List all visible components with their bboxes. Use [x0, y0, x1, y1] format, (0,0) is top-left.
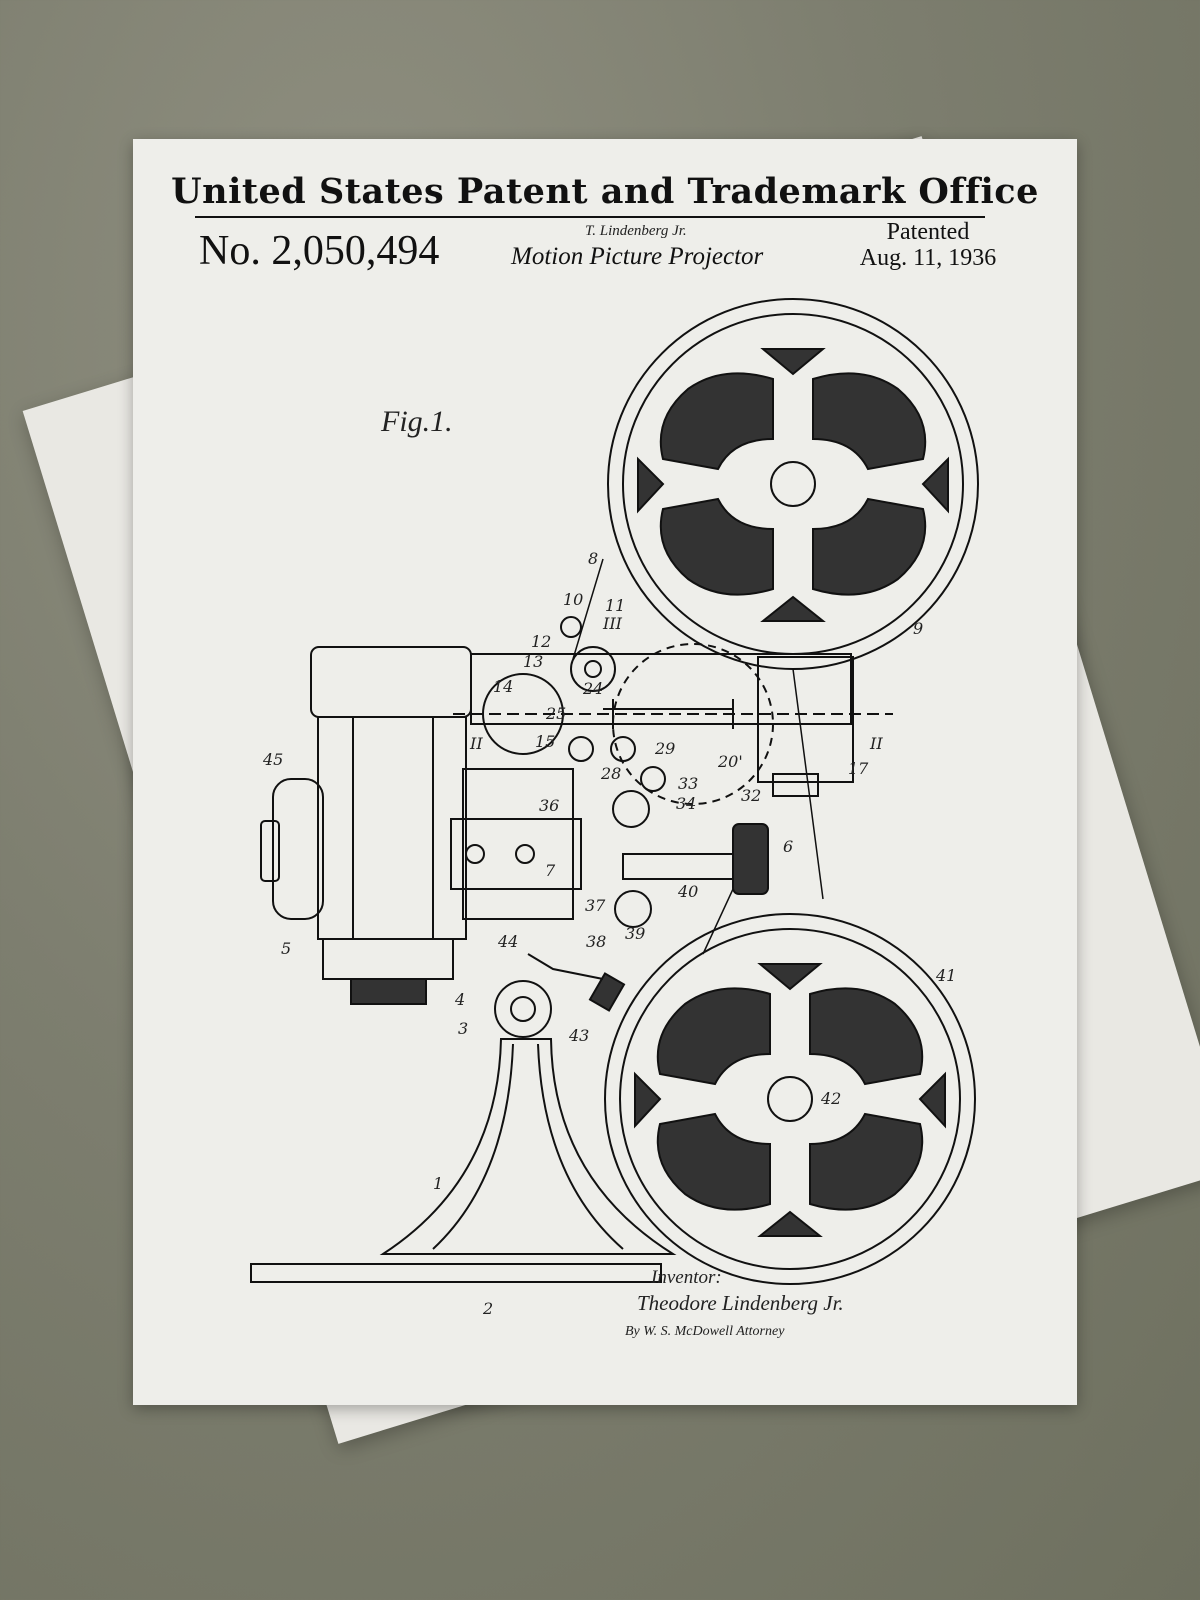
ref-14: 14	[493, 677, 513, 696]
ref-7: 7	[545, 861, 556, 880]
ref-III: III	[602, 614, 623, 633]
ref-34: 34	[676, 794, 696, 813]
ref-2: 2	[482, 1299, 493, 1318]
patent-number: No. 2,050,494	[199, 228, 440, 274]
ref-36: 36	[539, 796, 559, 815]
ref-43: 43	[568, 1026, 589, 1045]
patent-card: United States Patent and Trademark Offic…	[133, 139, 1077, 1405]
ref-41: 41	[935, 966, 956, 985]
ref-5: 5	[281, 939, 291, 958]
ref-24: 24	[582, 679, 603, 698]
patented-label: Patented	[886, 219, 970, 245]
patent-date: Aug. 11, 1936	[859, 245, 997, 271]
upper-reel	[607, 298, 979, 670]
ref-25: 25	[545, 704, 566, 723]
ref-42: 42	[820, 1089, 841, 1108]
ref-3: 3	[458, 1019, 468, 1038]
ref-40: 40	[677, 882, 698, 901]
ref-6: 6	[783, 837, 793, 856]
mechanism-body	[450, 616, 893, 928]
figure-label: Fig.1.	[381, 405, 453, 438]
ref-28: 28	[600, 764, 621, 783]
inventor-name: Theodore Lindenberg Jr.	[637, 1291, 844, 1315]
office-title: United States Patent and Trademark Offic…	[171, 171, 1039, 212]
ref-9: 9	[913, 619, 923, 638]
ref-II-left: II	[469, 734, 483, 753]
ref-10: 10	[563, 590, 583, 609]
ref-45: 45	[262, 750, 283, 769]
ref-13: 13	[523, 652, 543, 671]
ref-37: 37	[585, 896, 606, 915]
ref-8: 8	[588, 549, 598, 568]
ref-44: 44	[497, 932, 518, 951]
ref-29: 29	[654, 739, 675, 758]
projector-stand	[250, 980, 677, 1283]
ref-11: 11	[605, 596, 625, 615]
ref-20: 20'	[717, 752, 743, 771]
lower-reel	[604, 913, 976, 1285]
inventor-signature-block: Inventor: Theodore Lindenberg Jr. By W. …	[625, 1267, 844, 1340]
ref-39: 39	[625, 924, 645, 943]
tilt-knob	[527, 953, 626, 1012]
ref-38: 38	[586, 932, 606, 951]
projector-drawing: 8 9 10 11 III 12 13 14 25 15 24 29 28 20…	[250, 298, 979, 1318]
ref-33: 33	[678, 774, 698, 793]
attorney-line: By W. S. McDowell Attorney	[625, 1324, 785, 1339]
ref-15: 15	[535, 732, 555, 751]
ref-12: 12	[531, 632, 551, 651]
title-rule	[195, 216, 985, 218]
ref-1: 1	[433, 1174, 443, 1193]
patent-date-block: Patented Aug. 11, 1936	[833, 219, 1023, 271]
invention-title: Motion Picture Projector	[511, 243, 764, 270]
ref-32: 32	[741, 786, 761, 805]
ref-II-right: II	[869, 734, 883, 753]
inventor-short: T. Lindenberg Jr.	[585, 223, 687, 239]
lamp-housing	[260, 646, 472, 1005]
inventor-label: Inventor:	[651, 1267, 722, 1288]
ref-4: 4	[454, 990, 465, 1009]
ref-17: 17	[848, 759, 869, 778]
